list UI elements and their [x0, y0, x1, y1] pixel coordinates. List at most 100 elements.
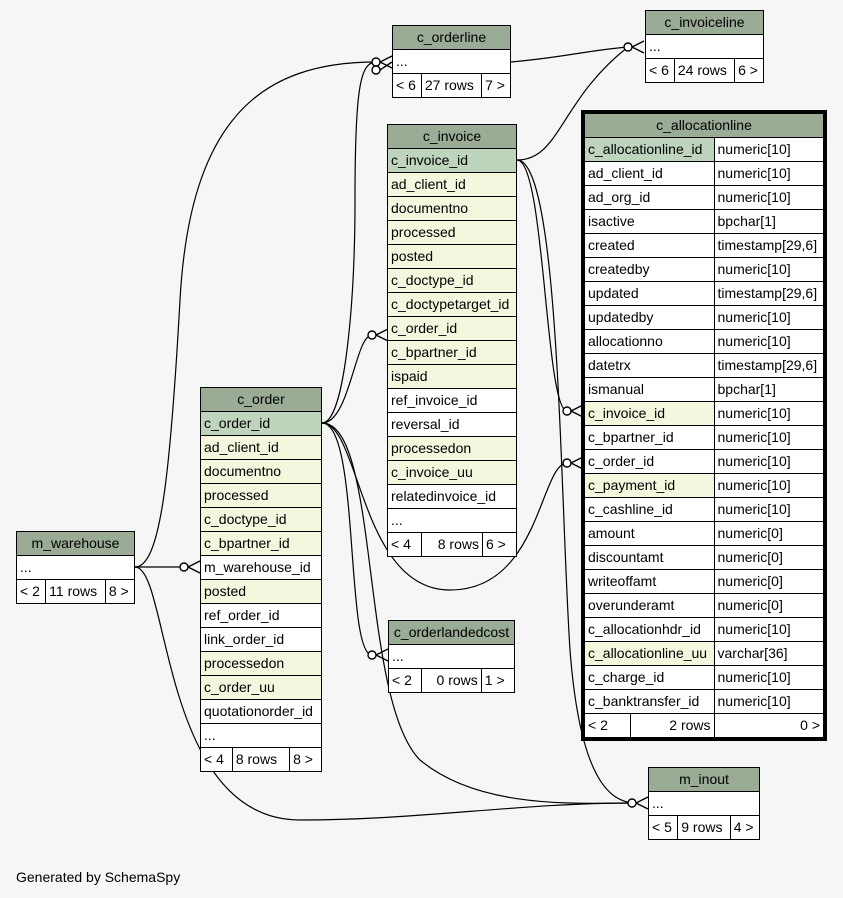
children-count[interactable]: 0 > — [713, 713, 824, 738]
parents-count[interactable]: < 5 — [647, 815, 679, 840]
table-ellipsis: ... — [200, 723, 322, 748]
column-c-invoice-id[interactable]: c_invoice_id — [387, 148, 517, 173]
column-processed[interactable]: processed — [200, 483, 322, 508]
children-count[interactable]: 6 > — [481, 532, 518, 557]
column-c-doctypetarget-id[interactable]: c_doctypetarget_id — [387, 292, 517, 317]
column-name[interactable]: c_banktransfer_id — [584, 689, 715, 714]
table-name[interactable]: c_invoice — [387, 124, 517, 149]
column-c-invoice-uu[interactable]: c_invoice_uu — [387, 460, 517, 485]
column-name[interactable]: c_invoice_id — [584, 401, 715, 426]
column-name[interactable]: writeoffamt — [584, 569, 715, 594]
parents-count[interactable]: < 2 — [387, 668, 423, 693]
generated-by-footer: Generated by SchemaSpy — [16, 869, 181, 885]
edge-invoice-invoiceline — [516, 46, 629, 161]
column-name[interactable]: c_cashline_id — [584, 497, 715, 522]
column-name[interactable]: c_order_id — [584, 449, 715, 474]
children-count[interactable]: 8 > — [104, 579, 136, 604]
column-documentno[interactable]: documentno — [200, 459, 322, 484]
column-ad-client-id[interactable]: ad_client_id — [387, 172, 517, 197]
children-count[interactable]: 6 > — [734, 58, 764, 83]
table-name[interactable]: m_warehouse — [16, 531, 135, 556]
table-ellipsis: ... — [645, 34, 764, 59]
column-name[interactable]: ad_client_id — [584, 161, 715, 186]
parents-count[interactable]: < 2 — [15, 579, 47, 604]
column-processedon[interactable]: processedon — [387, 436, 517, 461]
table-ellipsis: ... — [387, 508, 517, 533]
column-processedon[interactable]: processedon — [200, 651, 322, 676]
column-ref-invoice-id[interactable]: ref_invoice_id — [387, 388, 517, 413]
table-name[interactable]: c_orderline — [392, 25, 511, 50]
column-link-order-id[interactable]: link_order_id — [200, 627, 322, 652]
edge-order-allocationline — [321, 422, 568, 591]
column-type: numeric[10] — [713, 185, 824, 210]
column-documentno[interactable]: documentno — [387, 196, 517, 221]
children-count[interactable]: 7 > — [481, 73, 511, 98]
column-name[interactable]: c_payment_id — [584, 473, 715, 498]
column-m-warehouse-id[interactable]: m_warehouse_id — [200, 555, 322, 580]
column-name[interactable]: c_allocationhdr_id — [584, 617, 715, 642]
table-name[interactable]: m_inout — [648, 767, 760, 792]
table-c-invoice[interactable]: c_invoice c_invoice_id ad_client_id docu… — [387, 124, 518, 557]
parents-count[interactable]: < 2 — [583, 713, 632, 738]
column-name[interactable]: createdby — [584, 257, 715, 282]
column-relatedinvoice-id[interactable]: relatedinvoice_id — [387, 484, 517, 509]
column-name[interactable]: ad_org_id — [584, 185, 715, 210]
column-c-doctype-id[interactable]: c_doctype_id — [387, 268, 517, 293]
table-c-invoiceline[interactable]: c_invoiceline ... < 6 24 rows 6 > — [645, 10, 764, 83]
column-name[interactable]: c_bpartner_id — [584, 425, 715, 450]
table-c-orderline[interactable]: c_orderline ... < 6 27 rows 7 > — [392, 25, 511, 98]
column-ad-client-id[interactable]: ad_client_id — [200, 435, 322, 460]
column-name[interactable]: created — [584, 233, 715, 258]
column-name[interactable]: allocationno — [584, 329, 715, 354]
column-c-order-id[interactable]: c_order_id — [387, 316, 517, 341]
column-name[interactable]: c_allocationline_uu — [584, 641, 715, 666]
edge-optional-marker — [371, 65, 381, 75]
column-type: timestamp[29,6] — [713, 281, 824, 306]
column-type: numeric[0] — [713, 545, 824, 570]
column-reversal-id[interactable]: reversal_id — [387, 412, 517, 437]
column-quotationorder-id[interactable]: quotationorder_id — [200, 699, 322, 724]
column-name[interactable]: overunderamt — [584, 593, 715, 618]
column-c-order-id[interactable]: c_order_id — [200, 411, 322, 436]
column-type: bpchar[1] — [713, 377, 824, 402]
column-name[interactable]: isactive — [584, 209, 715, 234]
edge-invoice-allocationline — [516, 159, 568, 412]
children-count[interactable]: 1 > — [480, 668, 516, 693]
column-name[interactable]: datetrx — [584, 353, 715, 378]
column-c-bpartner-id[interactable]: c_bpartner_id — [200, 531, 322, 556]
table-c-orderlandedcost[interactable]: c_orderlandedcost ... < 2 0 rows 1 > — [387, 620, 516, 693]
table-c-order[interactable]: c_order c_order_id ad_client_id document… — [200, 387, 322, 772]
column-c-order-uu[interactable]: c_order_uu — [200, 675, 322, 700]
column-name[interactable]: discountamt — [584, 545, 715, 570]
parents-count[interactable]: < 4 — [200, 747, 233, 772]
column-processed[interactable]: processed — [387, 220, 517, 245]
table-name[interactable]: c_invoiceline — [645, 10, 764, 35]
table-m-inout[interactable]: m_inout ... < 5 9 rows 4 > — [647, 767, 761, 840]
column-name[interactable]: ismanual — [584, 377, 715, 402]
column-type: numeric[0] — [713, 521, 824, 546]
edge-order-orderlandedcost — [321, 422, 373, 656]
edge-optional-marker — [562, 458, 572, 468]
table-m-warehouse[interactable]: m_warehouse ... < 2 11 rows 8 > — [15, 531, 136, 604]
column-name[interactable]: amount — [584, 521, 715, 546]
column-ref-order-id[interactable]: ref_order_id — [200, 603, 322, 628]
table-name[interactable]: c_orderlandedcost — [388, 620, 515, 645]
column-name[interactable]: updated — [584, 281, 715, 306]
edge-optional-marker — [623, 42, 633, 52]
column-c-doctype-id[interactable]: c_doctype_id — [200, 507, 322, 532]
parents-count[interactable]: < 4 — [387, 532, 422, 557]
column-name[interactable]: updatedby — [584, 305, 715, 330]
column-name[interactable]: c_charge_id — [584, 665, 715, 690]
column-ispaid[interactable]: ispaid — [387, 364, 517, 389]
column-name[interactable]: c_allocationline_id — [584, 137, 715, 162]
table-name[interactable]: c_order — [200, 387, 322, 412]
children-count[interactable]: 4 > — [729, 815, 761, 840]
parents-count[interactable]: < 6 — [392, 73, 422, 98]
children-count[interactable]: 8 > — [289, 747, 322, 772]
column-c-bpartner-id[interactable]: c_bpartner_id — [387, 340, 517, 365]
column-posted[interactable]: posted — [387, 244, 517, 269]
column-posted[interactable]: posted — [200, 579, 322, 604]
table-name[interactable]: c_allocationline — [584, 113, 824, 138]
parents-count[interactable]: < 6 — [645, 58, 675, 83]
